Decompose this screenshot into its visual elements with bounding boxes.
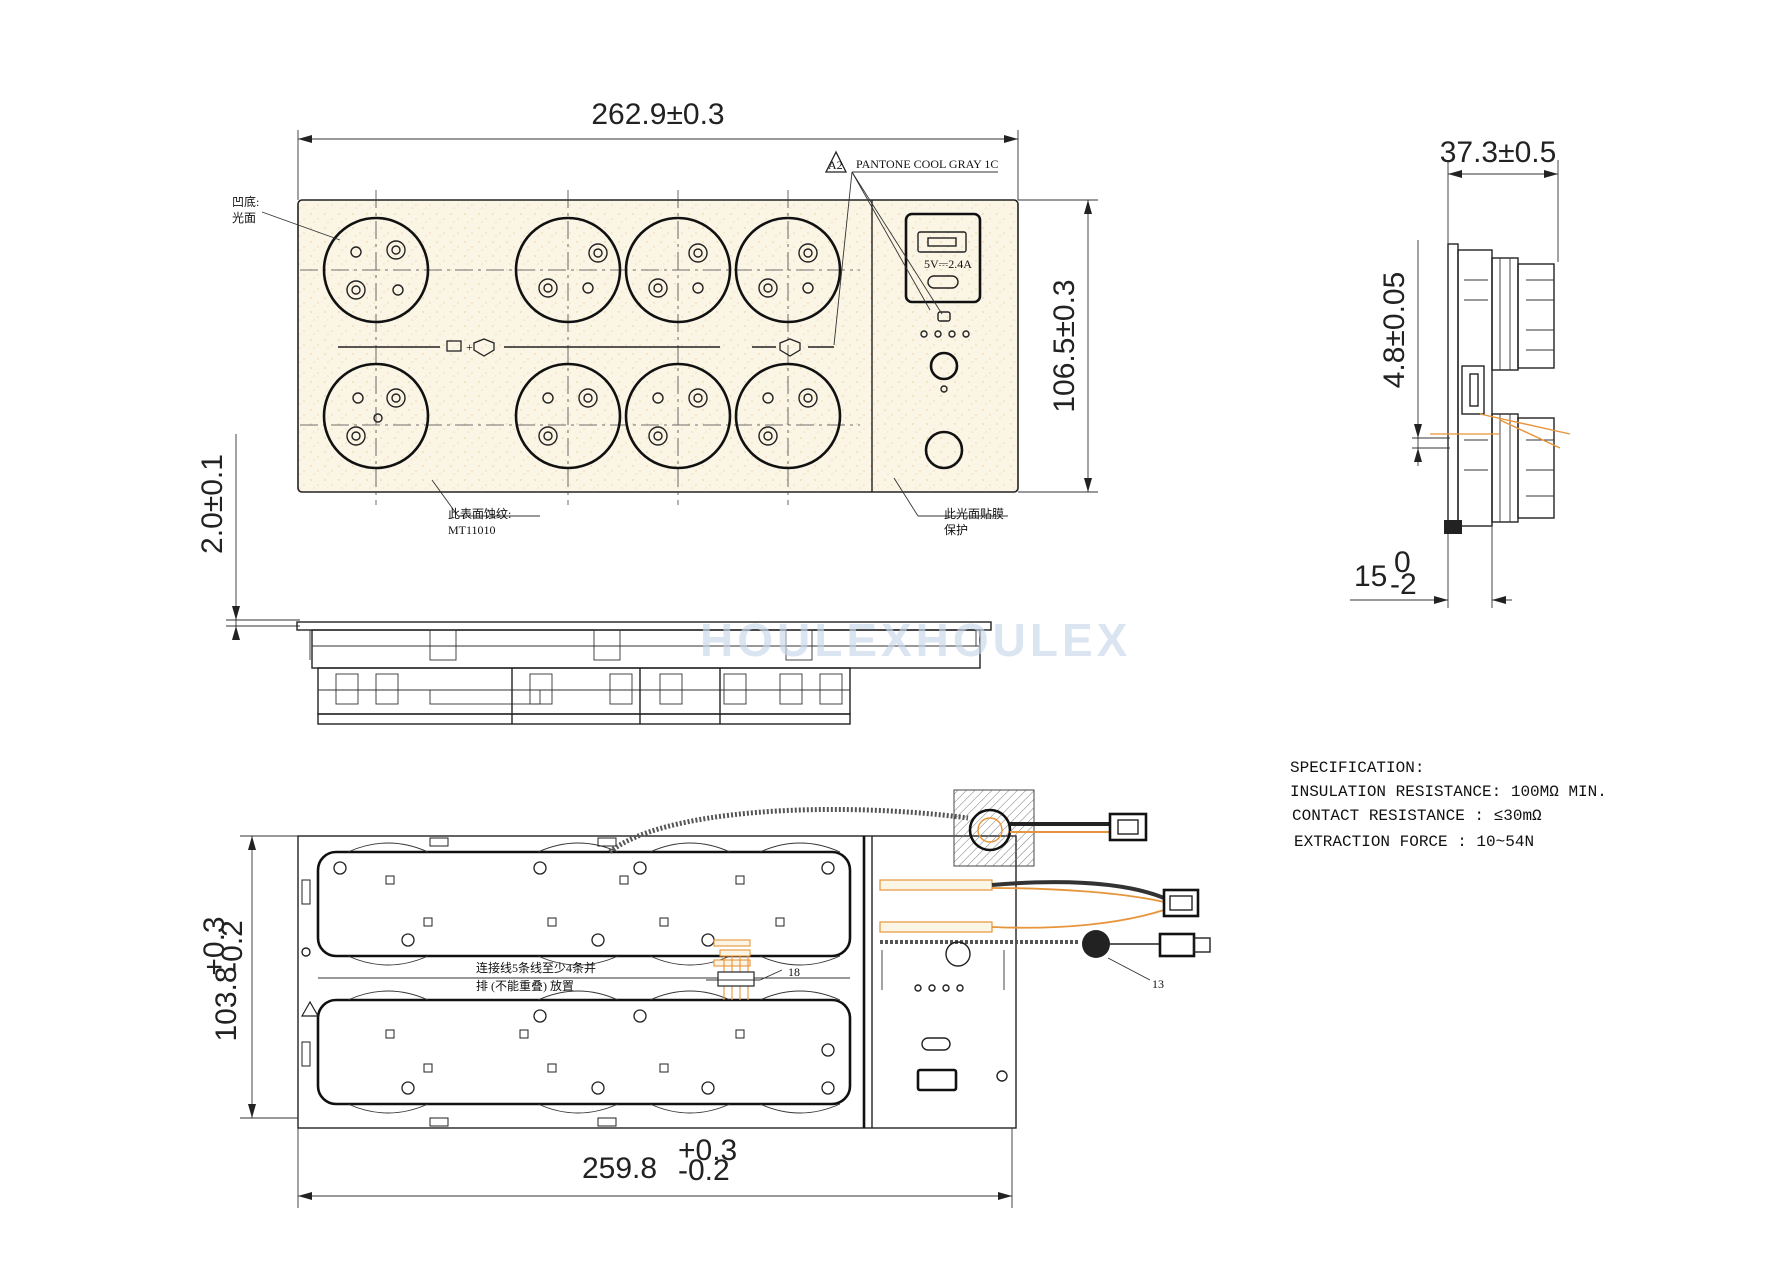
dim-bottom-width-sup: +0.3 [678, 1134, 737, 1167]
revision-mark: A2 [828, 158, 843, 172]
spec-title: SPECIFICATION: [1290, 759, 1424, 777]
dim-bottom-height-sub: -0.2 [216, 920, 249, 972]
side-view: 37.3±0.5 [1350, 136, 1571, 608]
dim-side-offset: 4.8±0.05 [1378, 272, 1411, 389]
dim-side-bottom-sub: -2 [1390, 568, 1417, 601]
spec-line: INSULATION RESISTANCE: 100MΩ MIN. [1290, 783, 1607, 801]
spec-line: EXTRACTION FORCE : 10~54N [1294, 833, 1534, 851]
recess-note-line1: 凹底: [232, 194, 259, 209]
dim-top-width: 262.9±0.3 [591, 98, 724, 131]
specification-block: SPECIFICATION: INSULATION RESISTANCE: 10… [1290, 759, 1607, 851]
socket [514, 216, 622, 324]
dim-side-bottom-sup: 0 [1394, 546, 1411, 579]
socket [624, 362, 732, 470]
usb-rating-label: 5V⎓2.4A [924, 257, 972, 271]
etch-note-line1: 此表面蚀纹: [448, 507, 511, 521]
callout-13: 13 [1152, 977, 1164, 991]
spec-line: CONTACT RESISTANCE : ≤30mΩ [1292, 807, 1542, 825]
front-view: HOULEXHOULEX [296, 614, 1131, 725]
socket [514, 362, 622, 470]
socket [734, 362, 842, 470]
dim-bottom-width-sub: -0.2 [678, 1154, 730, 1187]
film-note-line1: 此光面贴膜 [944, 507, 1004, 521]
dim-bottom-height-sup: +0.3 [198, 916, 231, 975]
wire-note-line1: 连接线5条线至少4条并 [476, 960, 596, 975]
bottom-view: 18 13 连接线5条线至少4条并 排 (不能重叠) 放置 103.8 +0.3… [198, 789, 1211, 1208]
dim-side-depth: 37.3±0.5 [1440, 136, 1557, 169]
wire-note-line2: 排 (不能重叠) 放置 [476, 978, 574, 993]
socket [322, 216, 430, 324]
thickness-dimension: 2.0±0.1 [196, 434, 300, 640]
pantone-note: PANTONE COOL GRAY 1C [856, 157, 998, 171]
faceplate [297, 199, 1019, 493]
etch-note-line2: MT11010 [448, 523, 496, 537]
recess-note-line2: 光面 [232, 211, 256, 225]
film-note-line2: 保护 [944, 523, 968, 537]
dim-bottom-width: 259.8 [582, 1152, 657, 1185]
switch-icon [924, 430, 964, 470]
watermark: HOULEXHOULEX [700, 614, 1131, 666]
socket [734, 216, 842, 324]
top-view: 262.9±0.3 106.5±0.3 [232, 98, 1098, 537]
dim-side-bottom: 15 [1354, 560, 1387, 593]
svg-text:+: + [466, 340, 473, 354]
dim-top-height: 106.5±0.3 [1048, 279, 1081, 412]
button-icon [929, 351, 959, 381]
dim-bottom-height: 103.8 [210, 966, 243, 1041]
dim-thickness: 2.0±0.1 [196, 454, 229, 554]
socket [322, 362, 430, 470]
socket [624, 216, 732, 324]
callout-18: 18 [788, 965, 800, 979]
